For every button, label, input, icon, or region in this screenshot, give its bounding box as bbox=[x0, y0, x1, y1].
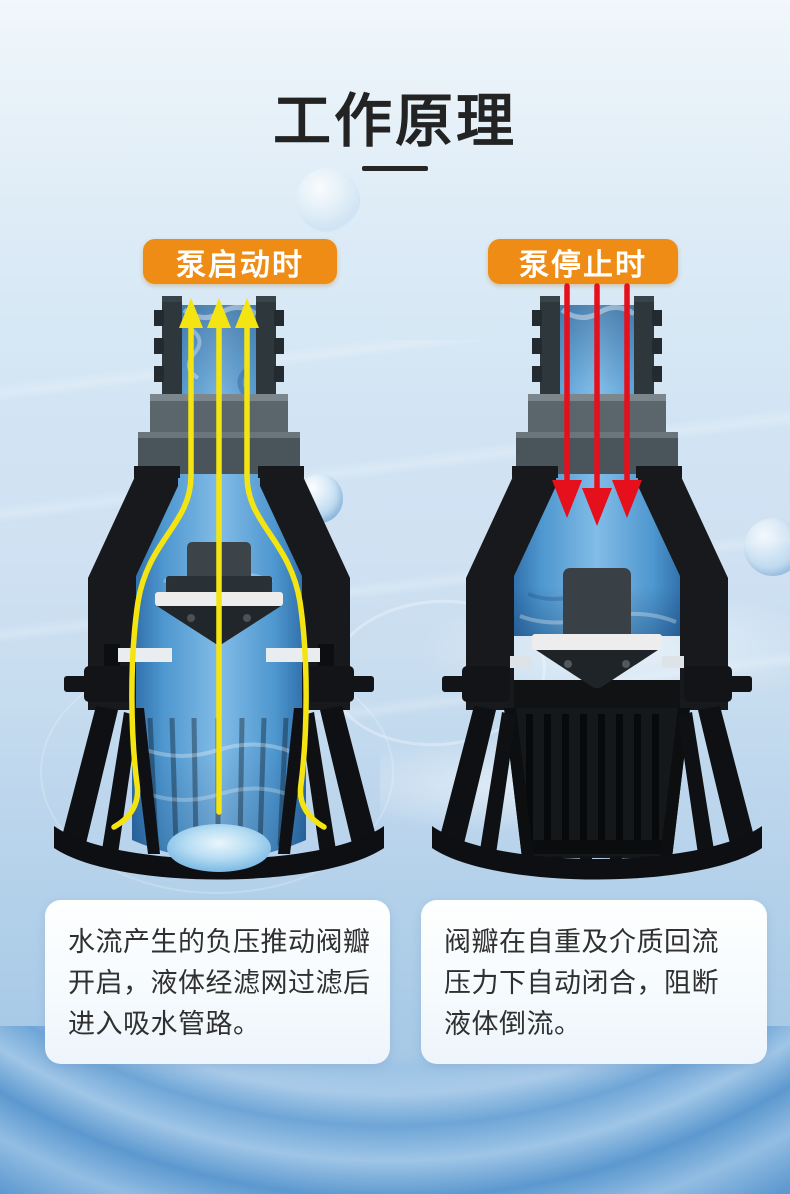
description-line: 液体倒流。 bbox=[444, 1009, 582, 1039]
flow-arrows-up bbox=[111, 298, 327, 830]
pump-start-description: 水流产生的负压推动阀瓣 开启，液体经滤网过滤后 进入吸水管路。 bbox=[45, 900, 390, 1064]
title-underline bbox=[362, 166, 428, 171]
flow-arrows-down bbox=[552, 283, 642, 526]
pump-running-diagram bbox=[54, 296, 384, 880]
legs bbox=[438, 706, 756, 854]
pump-start-label: 泵启动时 bbox=[143, 239, 337, 284]
bubble bbox=[296, 168, 360, 232]
pump-stop-label: 泵停止时 bbox=[488, 239, 678, 284]
legs bbox=[60, 706, 378, 854]
base-skirt bbox=[54, 826, 384, 880]
description-line: 开启，液体经滤网过滤后 bbox=[68, 968, 371, 998]
pump-stopped-diagram bbox=[432, 283, 762, 880]
description-line: 阀瓣在自重及介质回流 bbox=[444, 927, 719, 957]
pump-stop-description: 阀瓣在自重及介质回流 压力下自动闭合，阻断 液体倒流。 bbox=[421, 900, 767, 1064]
strainer-empty bbox=[504, 708, 690, 868]
description-line: 水流产生的负压推动阀瓣 bbox=[68, 927, 371, 957]
description-line: 压力下自动闭合，阻断 bbox=[444, 968, 719, 998]
base-skirt bbox=[432, 826, 762, 880]
outlet-water bbox=[167, 824, 271, 872]
valve-disc-closed bbox=[510, 568, 684, 688]
page-title: 工作原理 bbox=[272, 89, 517, 154]
description-line: 进入吸水管路。 bbox=[68, 1009, 261, 1039]
